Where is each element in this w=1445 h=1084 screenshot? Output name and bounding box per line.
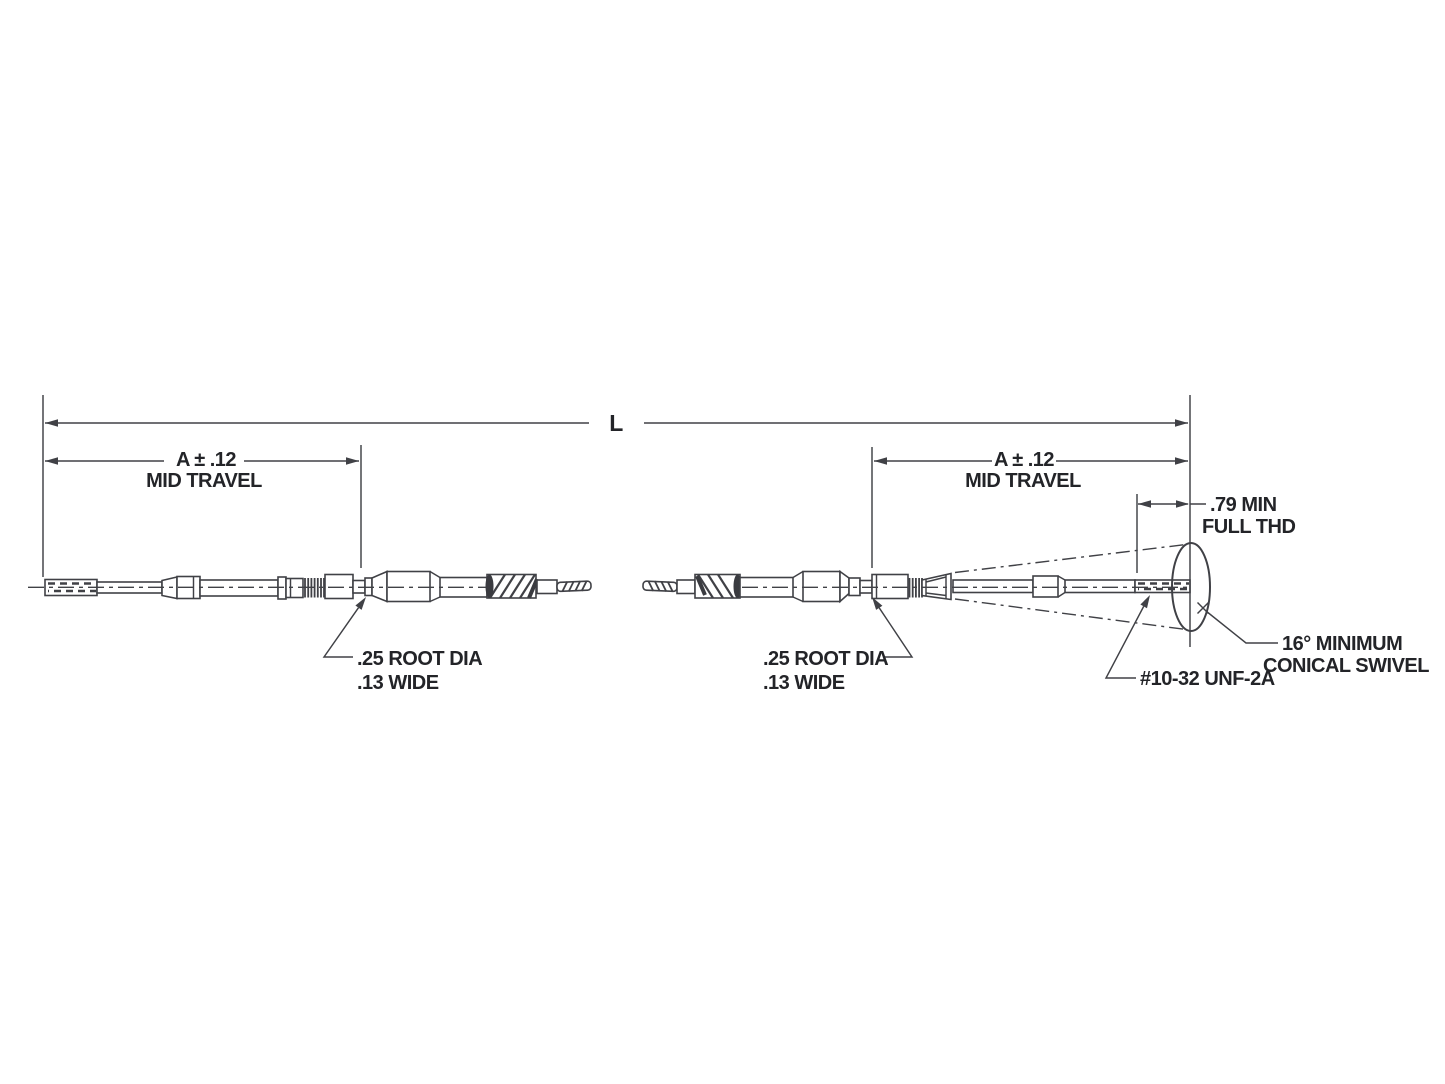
overall-length-label: L (609, 410, 623, 436)
right-cylinder (802, 570, 841, 603)
dimension-overall-length: L (45, 410, 1188, 436)
callout-conical-swivel: 16° MINIMUM CONICAL SWIVEL (1205, 610, 1430, 677)
cone-lower-line (954, 598, 1187, 631)
dimension-right-mid-travel: A ± .12 MID TRAVEL (874, 449, 1188, 492)
left-ferrule-a (277, 576, 287, 600)
conical-swivel-ellipse (1171, 542, 1211, 632)
callout-left-root-groove: .25 ROOT DIA .13 WIDE (322, 597, 483, 694)
left-taper (429, 570, 441, 603)
right-root-line1: .25 ROOT DIA (763, 648, 888, 670)
conical-swivel-line1: 16° MINIMUM (1282, 633, 1402, 655)
left-flare (371, 570, 388, 603)
right-cable-ferrule (676, 579, 696, 595)
right-wrap-stripes (697, 573, 734, 599)
right-mid-travel-caption: MID TRAVEL (965, 470, 1081, 492)
right-mid-block-taper (1057, 575, 1066, 598)
extension-lines (42, 395, 1191, 647)
dimension-left-mid-travel: A ± .12 MID TRAVEL (45, 449, 359, 492)
left-body-block (324, 573, 354, 600)
right-rod-outer (1064, 579, 1136, 594)
left-root-line2: .13 WIDE (357, 672, 439, 694)
full-thread-value: .79 MIN (1210, 494, 1277, 516)
thread-spec-label: #10-32 UNF-2A (1140, 668, 1275, 690)
left-cylinder (386, 570, 431, 603)
right-rod-inner (952, 579, 1034, 594)
left-mid-travel-value: A ± .12 (176, 449, 236, 471)
left-cable-tail (556, 580, 592, 593)
left-root-line1: .25 ROOT DIA (357, 648, 482, 670)
callout-right-root-groove: .25 ROOT DIA .13 WIDE (763, 597, 914, 694)
left-cable-ferrule (536, 579, 558, 595)
left-mid-travel-caption: MID TRAVEL (146, 470, 262, 492)
callout-thread-spec: #10-32 UNF-2A (1104, 595, 1275, 690)
left-ferrule-b (285, 577, 304, 599)
cone-upper-line (954, 543, 1187, 574)
left-conduit-tube (199, 579, 279, 597)
right-wrap-end-mark (695, 575, 707, 596)
right-flare (839, 569, 850, 604)
right-mid-block (1032, 575, 1059, 598)
conical-swivel-line2: CONICAL SWIVEL (1263, 655, 1429, 677)
right-root-line2: .13 WIDE (763, 672, 845, 694)
left-cable-assembly (44, 570, 592, 603)
right-cable-assembly (642, 569, 1191, 604)
dimension-full-thread: .79 MIN FULL THD (1138, 494, 1296, 538)
right-cable-tail (642, 580, 678, 593)
right-threaded-rod (1134, 579, 1191, 594)
left-wrap-end-mark (527, 578, 539, 599)
right-body-block (871, 573, 909, 600)
right-mid-travel-value: A ± .12 (994, 449, 1054, 471)
full-thread-caption: FULL THD (1202, 516, 1295, 538)
left-wrap-cap (485, 574, 494, 599)
right-taper (792, 570, 804, 603)
